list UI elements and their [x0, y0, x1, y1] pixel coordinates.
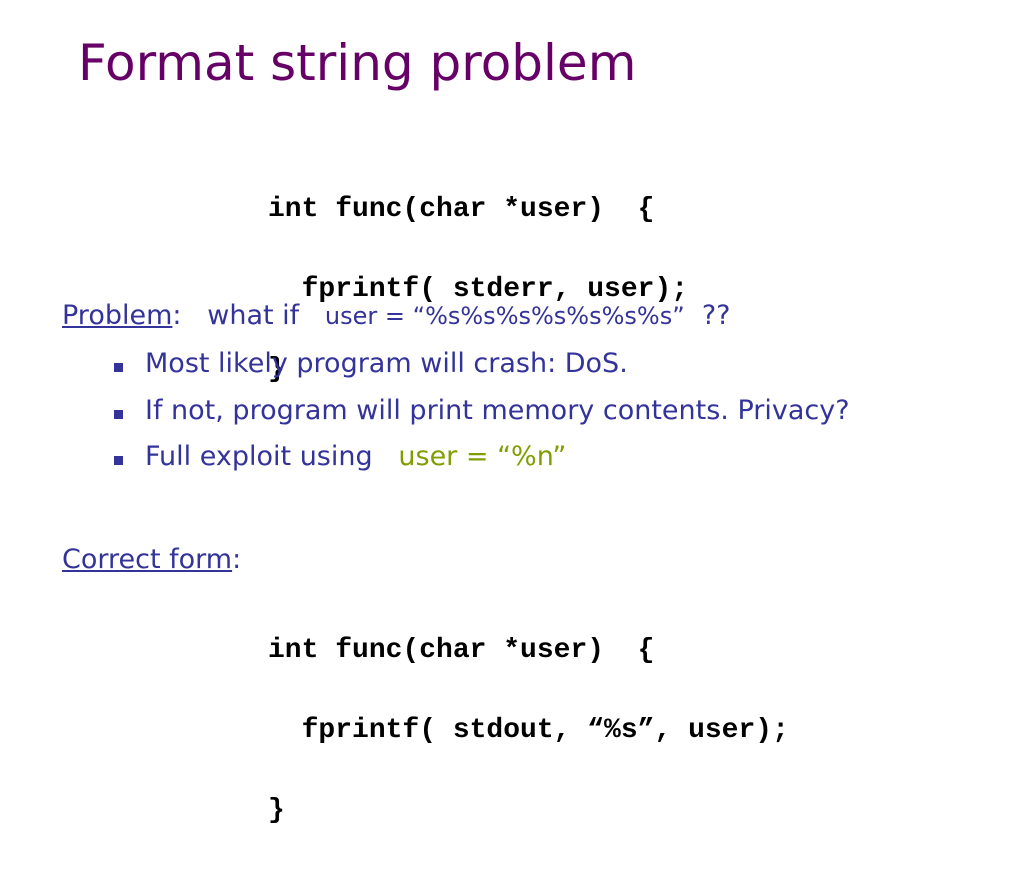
bullet-text: If not, program will print memory conten… — [145, 395, 850, 426]
problem-expression: user = “%s%s%s%s%s%s%s” — [324, 302, 685, 330]
correct-code-block: int func(char *user) { fprintf( stdout, … — [268, 591, 789, 871]
code-line: int func(char *user) { — [268, 194, 655, 225]
problem-colon: : — [172, 300, 182, 331]
correct-form-heading: Correct form: — [62, 544, 241, 575]
bullet-square-icon — [114, 456, 123, 465]
bullet-square-icon — [114, 410, 123, 419]
bullet-text: Full exploit using user = “%n” — [145, 441, 566, 472]
exploit-highlight: user = “%n” — [398, 441, 567, 472]
bullet-text: Most likely program will crash: DoS. — [145, 348, 628, 379]
problem-what-if: what if — [207, 300, 300, 331]
slide-title: Format string problem — [78, 34, 637, 92]
correct-form-label: Correct form — [62, 544, 233, 575]
vulnerable-code-block: int func(char *user) { fprintf( stderr, … — [268, 150, 688, 430]
problem-trailing: ?? — [701, 300, 731, 331]
correct-form-colon: : — [232, 544, 242, 575]
bullet-text-plain: Full exploit using — [145, 441, 373, 472]
code-line: fprintf( stdout, “%s”, user); — [268, 715, 789, 746]
code-line: int func(char *user) { — [268, 635, 655, 666]
code-line: fprintf( stderr, user); — [268, 274, 689, 305]
bullet-square-icon — [114, 363, 123, 372]
code-line: } — [268, 354, 285, 385]
code-line: } — [268, 795, 285, 826]
problem-label: Problem — [62, 300, 173, 331]
problem-statement: Problem: what if user = “%s%s%s%s%s%s%s”… — [62, 300, 731, 331]
